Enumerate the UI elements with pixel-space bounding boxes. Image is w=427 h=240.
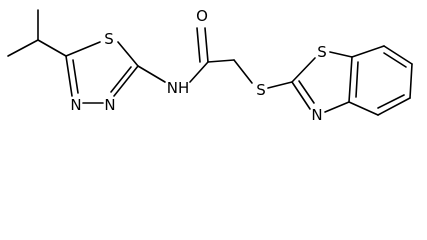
structure-drawing: S N N NH O S S N <box>7 7 413 124</box>
bond-c7-c6 <box>383 45 413 65</box>
bond-carbonyl-o-double <box>196 27 201 63</box>
bond-s1bt-c7a <box>329 51 353 58</box>
molecule-diagram: S N N NH O S S N <box>7 7 413 124</box>
bond-c5-c4 <box>377 97 411 116</box>
bond-c7a-c7 <box>351 45 385 58</box>
bond-carbonyl-o <box>204 27 209 63</box>
bond-c7-c6-double <box>383 52 407 68</box>
bond-n4-c5-double <box>72 59 79 94</box>
bond-c5-s1 <box>65 41 101 57</box>
atom-s-thiadiazole: S <box>104 30 114 48</box>
bond-c2-n3 <box>113 65 139 97</box>
bond-isopropyl-ch3-left <box>7 39 39 57</box>
atom-n-benzothiazole: N <box>311 106 322 124</box>
bond-ch2-s <box>233 59 253 84</box>
bond-carbonyl-ch2 <box>207 59 235 63</box>
atom-o-carbonyl: O <box>196 7 208 25</box>
bond-s-c2bt <box>267 81 293 89</box>
bond-c4-c3a <box>348 101 379 116</box>
bond-s1-c2 <box>117 41 139 67</box>
atom-s-thioether: S <box>256 81 266 99</box>
bond-n3bt-c3a <box>324 101 350 113</box>
bond-c2bt-n3bt-double <box>298 80 315 104</box>
bond-n4-c5 <box>65 55 73 97</box>
bond-c2-n3-double <box>110 66 132 93</box>
bond-nh-carbonyl <box>189 61 209 83</box>
atom-n-thiadiazole-b: N <box>70 96 81 114</box>
bond-c3a-c7a <box>348 56 353 103</box>
atom-n-amide: NH <box>167 79 190 97</box>
atom-n-thiadiazole-a: N <box>104 96 115 114</box>
bond-c5-c4-double <box>377 94 405 109</box>
bond-c2-nh <box>137 65 166 83</box>
bond-c6-c5 <box>409 63 413 99</box>
bond-c2bt-s1bt <box>291 57 316 83</box>
bond-c7a-c3a-double <box>355 61 359 98</box>
atom-s-benzothiazole: S <box>317 43 327 61</box>
bond-isopropyl-to-ring <box>37 39 67 57</box>
bond-c2bt-n3bt <box>291 81 311 110</box>
